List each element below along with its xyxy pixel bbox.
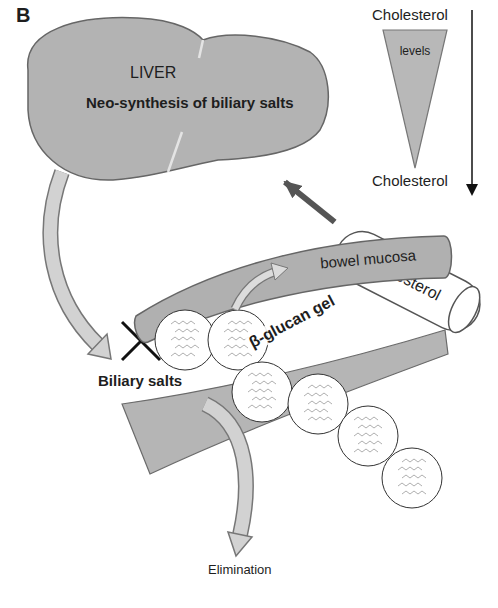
molecule-doodle bbox=[308, 385, 332, 388]
molecule-doodle bbox=[402, 491, 426, 494]
molecule-doodle bbox=[228, 321, 252, 324]
molecule-doodle bbox=[354, 433, 378, 436]
molecule-doodle bbox=[224, 329, 248, 332]
gel-bead bbox=[155, 310, 215, 370]
liver-fissure bbox=[199, 40, 203, 58]
molecule-doodle bbox=[248, 389, 272, 392]
flow-label: Elimination bbox=[208, 563, 272, 578]
molecule-doodle bbox=[224, 345, 248, 348]
level-arrow bbox=[471, 10, 473, 194]
molecule-doodle bbox=[398, 467, 422, 470]
level-label: Cholesterol bbox=[372, 6, 448, 23]
liver-fissure bbox=[168, 132, 182, 172]
level-label: Cholesterol bbox=[372, 172, 448, 189]
capsule-end bbox=[442, 282, 486, 337]
molecule-doodle bbox=[228, 353, 252, 356]
molecule-doodle bbox=[175, 329, 199, 332]
molecule-doodle bbox=[358, 425, 382, 428]
node-text: Neo-synthesis of biliary salts bbox=[86, 94, 294, 111]
level-triangle: levels bbox=[383, 30, 447, 168]
molecule-doodle bbox=[308, 417, 332, 420]
node-text: LIVER bbox=[130, 64, 176, 82]
molecule-doodle bbox=[358, 441, 382, 444]
uptake-arrow-outline bbox=[235, 272, 274, 309]
molecule-doodle bbox=[398, 483, 422, 486]
node-text: levels bbox=[400, 45, 431, 59]
flow-label: Biliary salts bbox=[98, 372, 182, 389]
flow-arrow-outline bbox=[50, 172, 98, 345]
molecule-doodle bbox=[402, 459, 426, 462]
flow-arrow-head bbox=[88, 334, 111, 359]
molecule-doodle bbox=[402, 475, 426, 478]
molecule-doodle bbox=[252, 397, 276, 400]
uptake-arrow-head bbox=[271, 263, 288, 280]
molecule-doodle bbox=[171, 353, 195, 356]
molecule-doodle bbox=[175, 345, 199, 348]
molecule-doodle bbox=[354, 449, 378, 452]
liver-organ: LIVER Neo-synthesis of biliary salts bbox=[18, 10, 338, 182]
panel-letter: B bbox=[16, 4, 30, 27]
gel-bead bbox=[288, 374, 348, 434]
flow-arrow-outline bbox=[205, 404, 246, 535]
flow-arrow bbox=[205, 404, 246, 535]
gel-bead bbox=[338, 406, 398, 466]
transport-arrow bbox=[285, 182, 335, 222]
molecule-doodle bbox=[248, 405, 272, 408]
molecule-doodle bbox=[308, 401, 332, 404]
beta-glucan-gel: β-glucan gel bbox=[140, 285, 445, 510]
gel-bead bbox=[382, 448, 442, 508]
flow-arrow bbox=[50, 172, 98, 345]
triangle-shape bbox=[383, 30, 447, 168]
molecule-doodle bbox=[171, 321, 195, 324]
molecule-doodle bbox=[354, 417, 378, 420]
molecule-doodle bbox=[248, 373, 272, 376]
molecule-doodle bbox=[304, 393, 328, 396]
uptake-arrow bbox=[235, 272, 274, 309]
molecule-doodle bbox=[171, 337, 195, 340]
gel-bead bbox=[232, 362, 292, 422]
liver-shape bbox=[28, 18, 329, 180]
flow-arrow-head bbox=[228, 532, 252, 556]
molecule-doodle bbox=[252, 381, 276, 384]
molecule-doodle bbox=[304, 409, 328, 412]
